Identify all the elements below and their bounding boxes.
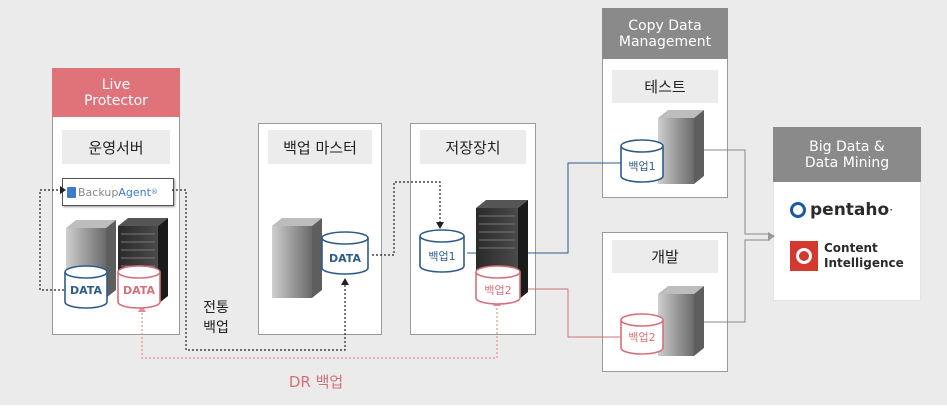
disk-storage-backup1 — [419, 229, 465, 273]
disk-label-live-2: DATA — [123, 284, 155, 297]
pentaho-logo: pentaho· — [790, 200, 893, 220]
server-gray-dev — [658, 286, 704, 356]
traditional-backup-line — [172, 189, 346, 351]
storage-to-dev-line — [524, 288, 622, 338]
arrow-to-agent — [60, 186, 66, 194]
dev-to-bigdata-line — [698, 239, 770, 323]
big-data-header: Big Data & Data Mining — [773, 127, 921, 182]
disk-test-backup1 — [620, 139, 664, 183]
registered-mark: ® — [150, 188, 158, 196]
server-gray-test — [658, 110, 704, 184]
label-line-2: 백업 — [203, 320, 229, 336]
label-line-1: 전통 — [203, 300, 229, 316]
pentaho-text: pentaho — [810, 200, 890, 220]
disk-storage-backup2 — [475, 265, 521, 305]
header-line-2: Management — [618, 33, 712, 50]
production-server-label: 운영서버 — [62, 130, 170, 164]
disk-label-live-1: DATA — [70, 284, 102, 297]
test-label: 테스트 — [612, 70, 718, 103]
copy-data-header: Copy Data Management — [602, 8, 728, 59]
content-intelligence-icon — [790, 241, 818, 271]
agent-text-backup: Backup — [78, 185, 119, 199]
ci-text-1: Content — [824, 241, 878, 255]
disk-label-test: 백업1 — [628, 160, 655, 173]
arrow-to-bigdata — [768, 232, 775, 241]
traditional-backup-label: 전통 백업 — [196, 298, 236, 338]
header-line-1: Big Data & — [809, 138, 885, 155]
disk-label-storage-1: 백업1 — [428, 250, 455, 263]
content-intelligence-logo: Content Intelligence — [790, 241, 904, 271]
dev-label: 개발 — [612, 240, 718, 273]
disk-live-data-2 — [117, 265, 161, 309]
header-line-2: Data Mining — [804, 154, 890, 171]
bottom-divider — [0, 405, 947, 412]
header-line-1: Copy Data — [628, 17, 702, 34]
disk-dev-backup2 — [620, 313, 664, 355]
pentaho-swirl-icon — [790, 202, 806, 218]
arrow-to-storage-disk — [436, 222, 444, 229]
header-line-2: Protector — [84, 92, 148, 109]
disk-live-data-1 — [64, 265, 108, 309]
backup-master-label: 백업 마스터 — [268, 130, 372, 164]
arrow-to-master-disk — [341, 278, 349, 285]
agent-loop-line — [39, 189, 65, 291]
dr-backup-line — [141, 305, 498, 359]
ci-text-2: Intelligence — [824, 256, 904, 270]
disk-label-master: DATA — [329, 252, 361, 265]
dr-backup-label: DR 백업 — [288, 373, 344, 391]
test-to-bigdata-line — [698, 149, 770, 235]
storage-label: 저장장치 — [420, 130, 526, 164]
disk-label-storage-2: 백업2 — [484, 284, 511, 297]
disk-label-dev: 백업2 — [628, 331, 655, 344]
disk-master-data — [321, 231, 369, 275]
live-protector-header: Live Protector — [52, 68, 180, 117]
server-gray-master — [272, 218, 322, 298]
lock-icon — [67, 186, 76, 198]
pentaho-dot: · — [889, 203, 894, 217]
agent-text-agent: Agent — [118, 185, 151, 199]
header-line-1: Live — [101, 76, 131, 93]
